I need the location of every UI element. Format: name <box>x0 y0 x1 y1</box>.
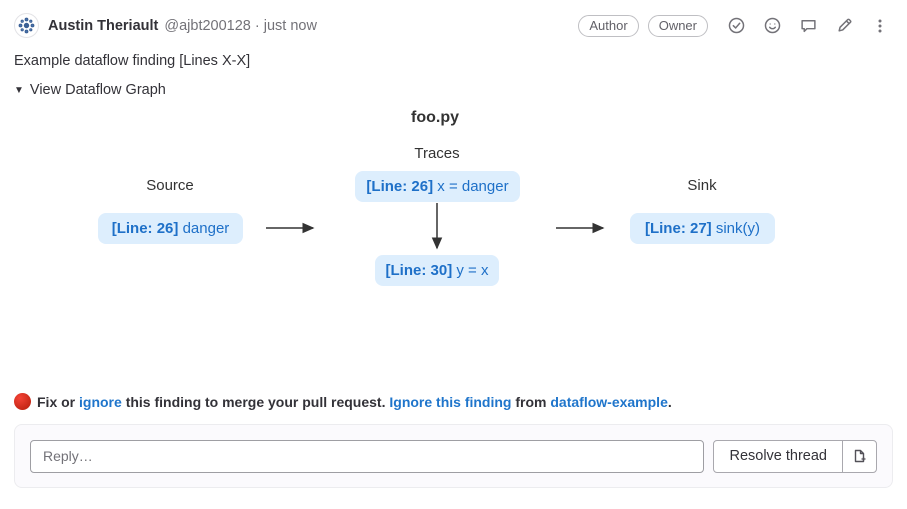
create-issue-icon <box>854 449 865 463</box>
sink-node: [Line: 27] sink(y) <box>630 213 775 244</box>
author-name[interactable]: Austin Theriault <box>48 17 159 34</box>
finding-text: Example dataflow finding [Lines X-X] <box>14 53 251 69</box>
reply-input[interactable] <box>30 439 705 473</box>
caret-down-icon: ▼ <box>14 84 24 96</box>
author-handle: @ajbt200128 · just now <box>164 17 317 34</box>
merge-warning: Fix or ignore this finding to merge your… <box>0 393 907 410</box>
resolve-button-group: Resolve thread <box>713 439 877 473</box>
warning-text-2: this finding to merge your pull request. <box>121 393 390 410</box>
more-vertical-icon[interactable] <box>869 15 891 37</box>
warning-text-4: . <box>667 393 672 410</box>
traces-label: Traces <box>414 145 460 162</box>
approve-check-icon[interactable] <box>725 14 748 37</box>
dataflow-example-link[interactable]: dataflow-example <box>550 393 668 410</box>
avatar-pattern-icon <box>18 17 35 34</box>
timestamp: just now <box>263 17 317 34</box>
header-actions: Author Owner <box>569 14 891 37</box>
create-issue-button[interactable] <box>842 439 877 473</box>
graph-arrows <box>266 203 605 250</box>
add-reaction-icon[interactable] <box>761 14 784 37</box>
dataflow-graph: foo.py Traces Source Sink [Line: 26] x =… <box>0 98 907 390</box>
comment-icon[interactable] <box>797 14 820 37</box>
comment-header: Austin Theriault @ajbt200128 · just now … <box>14 13 891 38</box>
resolve-thread-button[interactable]: Resolve thread <box>713 439 843 473</box>
warning-text-1: Fix or <box>37 393 80 410</box>
source-label: Source <box>146 177 194 194</box>
edit-pencil-icon[interactable] <box>833 14 856 37</box>
ignore-this-finding-link[interactable]: Ignore this finding <box>389 393 512 410</box>
sink-label: Sink <box>687 177 717 194</box>
view-dataflow-toggle[interactable]: ▼ View Dataflow Graph <box>14 82 166 98</box>
trace-node-1: [Line: 26] x = danger <box>355 171 520 202</box>
ignore-link[interactable]: ignore <box>79 393 122 410</box>
owner-badge: Owner <box>647 14 708 37</box>
user-avatar[interactable] <box>14 13 39 38</box>
source-node: [Line: 26] danger <box>98 213 243 244</box>
graph-file-title: foo.py <box>411 109 459 126</box>
dataflow-details: ▼ View Dataflow Graph foo.py Traces Sour… <box>0 82 907 390</box>
trace-node-2: [Line: 30] y = x <box>375 255 499 286</box>
reply-container: Resolve thread <box>14 424 893 488</box>
red-circle-icon <box>14 393 31 410</box>
warning-text-3: from <box>511 393 551 410</box>
author-badge: Author <box>578 14 639 37</box>
